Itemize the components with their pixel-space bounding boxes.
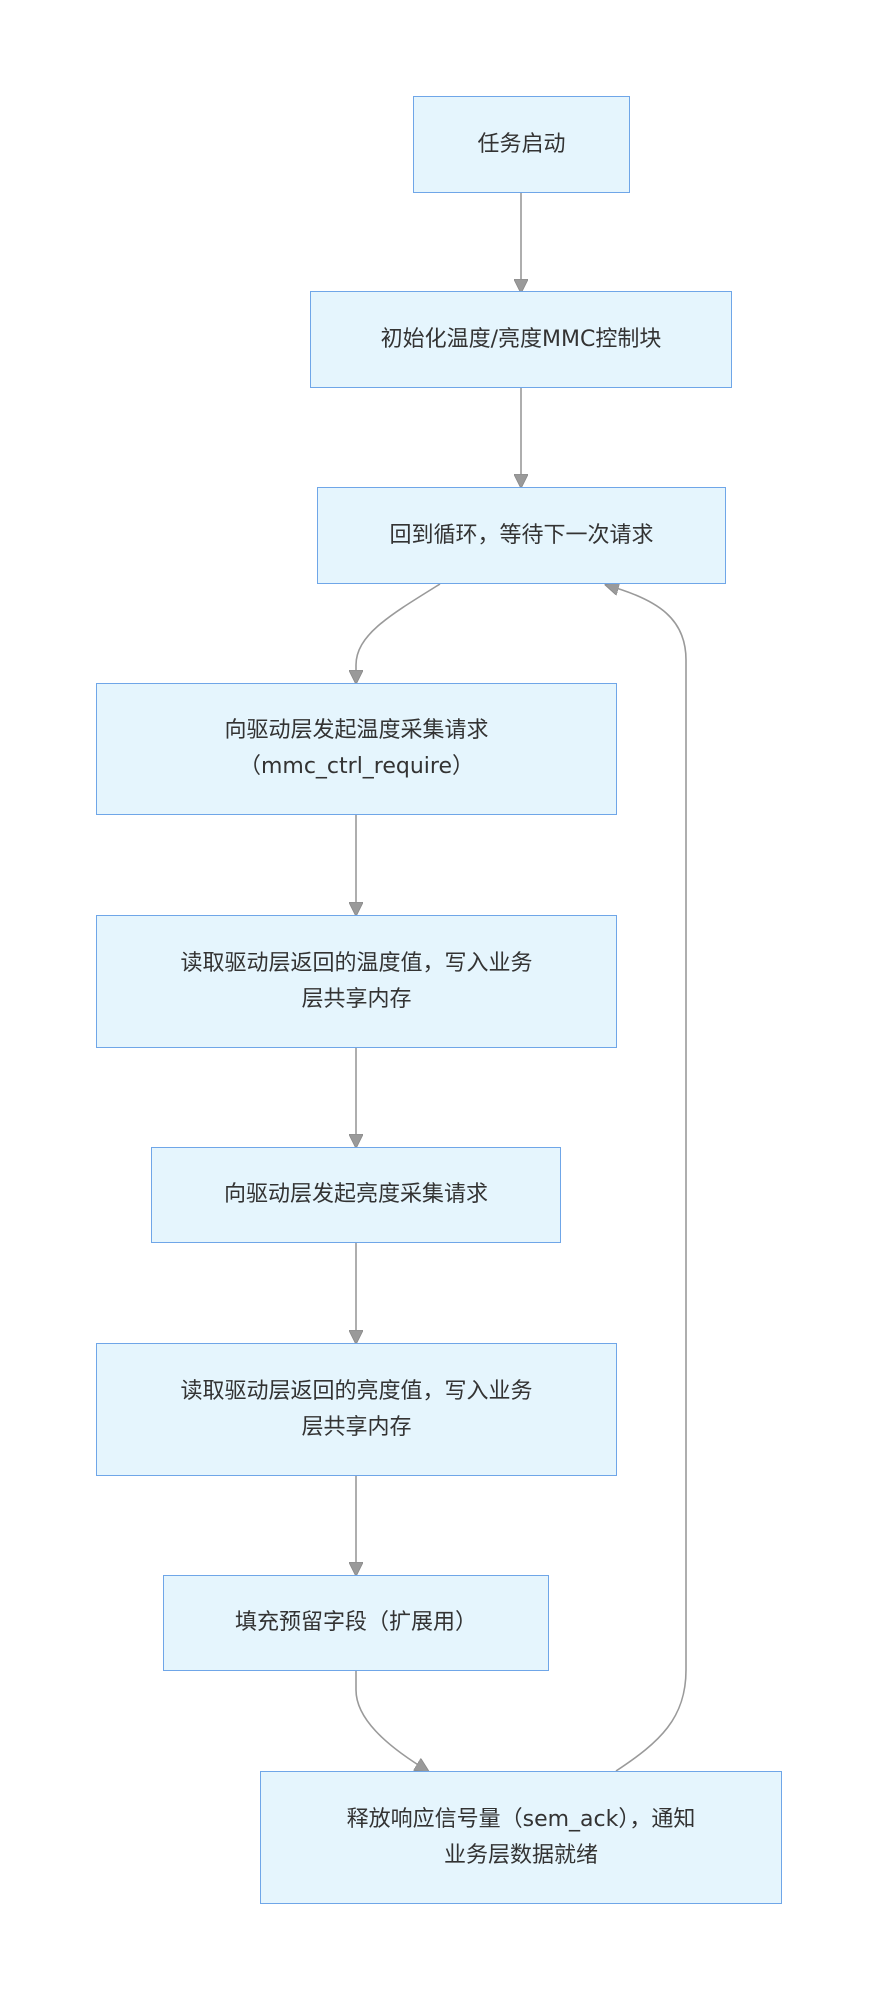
- node-loop-wait: 回到循环，等待下一次请求: [317, 487, 726, 584]
- node-fill-reserved: 填充预留字段（扩展用）: [163, 1575, 549, 1671]
- edge-reserved-to-sem-ack: [355, 1671, 428, 1771]
- node-task-start: 任务启动: [413, 96, 630, 193]
- node-read-brightness: 读取驱动层返回的亮度值，写入业务 层共享内存: [96, 1343, 617, 1476]
- node-request-brightness: 向驱动层发起亮度采集请求: [151, 1147, 561, 1243]
- node-release-sem-ack: 释放响应信号量（sem_ack），通知 业务层数据就绪: [260, 1771, 782, 1904]
- node-request-temperature: 向驱动层发起温度采集请求 （mmc_ctrl_require）: [96, 683, 617, 815]
- edge-loop-to-req-temp: [356, 583, 441, 683]
- node-init-mmc: 初始化温度/亮度MMC控制块: [310, 291, 732, 388]
- edge-sem-ack-to-loop: [606, 585, 687, 1772]
- node-read-temperature: 读取驱动层返回的温度值，写入业务 层共享内存: [96, 915, 617, 1048]
